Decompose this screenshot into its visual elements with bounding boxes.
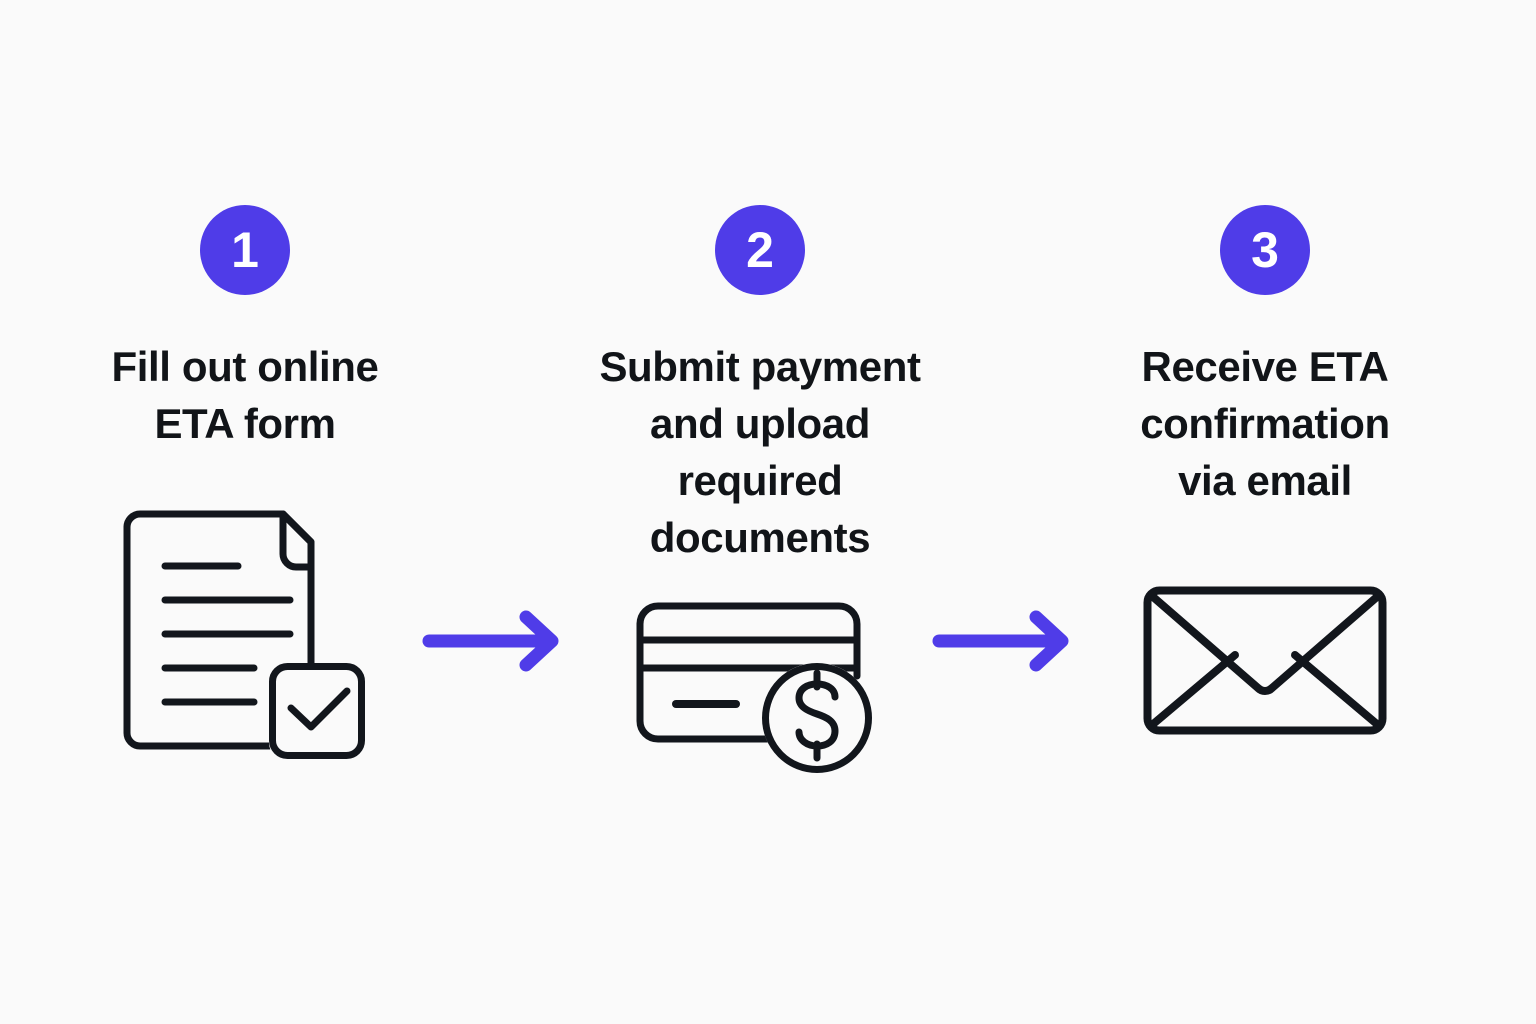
arrow-right-icon bbox=[420, 606, 570, 676]
caption-line: Receive ETA bbox=[1141, 343, 1389, 390]
step-number-badge-3: 3 bbox=[1220, 205, 1310, 295]
caption-line: Submit payment bbox=[599, 343, 921, 390]
caption-line: Fill out online bbox=[111, 343, 379, 390]
arrow-right-icon bbox=[930, 606, 1080, 676]
envelope-icon bbox=[1140, 583, 1390, 738]
caption-line: ETA form bbox=[154, 400, 336, 447]
caption-line: via email bbox=[1178, 457, 1352, 504]
credit-card-dollar-icon bbox=[630, 592, 890, 777]
step-caption-1: Fill out online ETA form bbox=[35, 338, 455, 452]
step-number-label: 2 bbox=[746, 222, 774, 278]
process-step-2: 2 Submit payment and upload required doc… bbox=[550, 0, 970, 1024]
step-number-badge-1: 1 bbox=[200, 205, 290, 295]
step-caption-3: Receive ETA confirmation via email bbox=[1055, 338, 1475, 509]
step-number-label: 3 bbox=[1251, 222, 1279, 278]
document-checklist-icon bbox=[115, 505, 375, 765]
caption-line: and upload bbox=[650, 400, 870, 447]
caption-line: documents bbox=[649, 514, 871, 561]
process-step-1: 1 Fill out online ETA form bbox=[35, 0, 455, 1024]
step-caption-2: Submit payment and upload required docum… bbox=[550, 338, 970, 566]
process-step-3: 3 Receive ETA confirmation via email bbox=[1055, 0, 1475, 1024]
caption-line: confirmation bbox=[1140, 400, 1390, 447]
caption-line: required bbox=[677, 457, 843, 504]
step-number-badge-2: 2 bbox=[715, 205, 805, 295]
step-number-label: 1 bbox=[231, 222, 259, 278]
